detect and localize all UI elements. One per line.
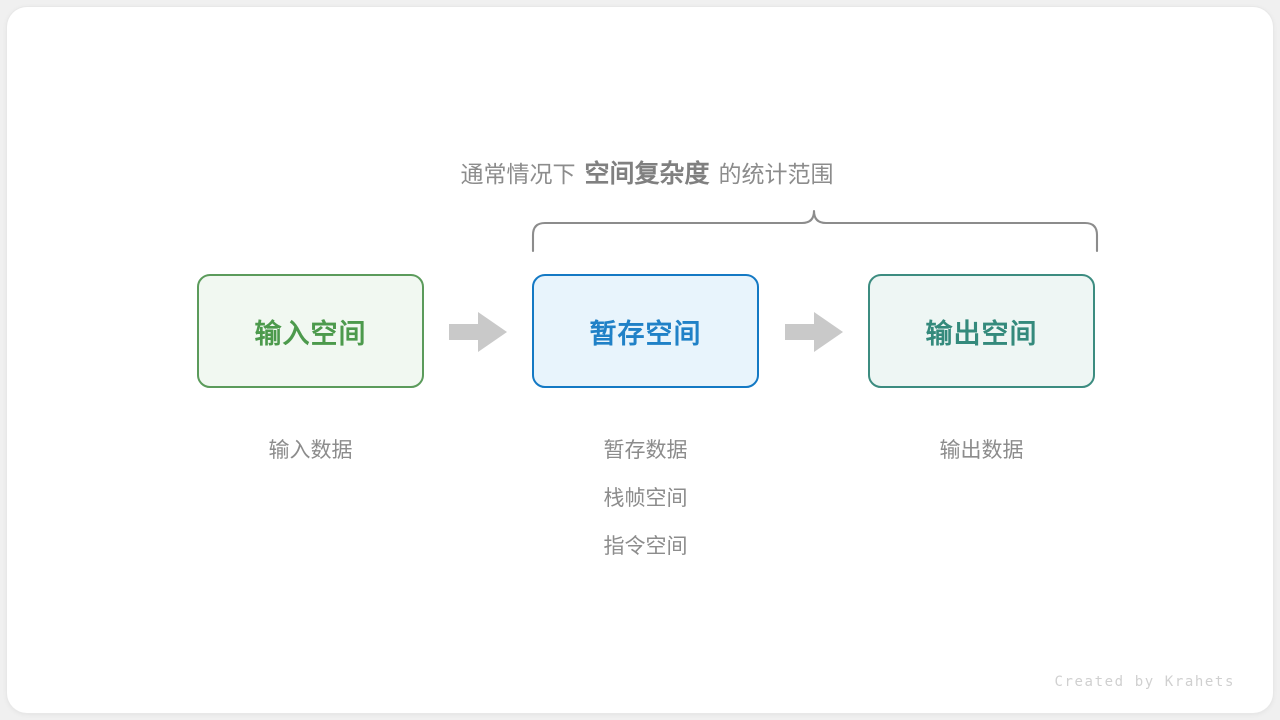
brace-caption-emphasis: 空间复杂度 <box>584 160 710 188</box>
caption-line: 暂存数据 <box>603 439 688 462</box>
space-box-temp-label: 暂存空间 <box>589 318 702 349</box>
space-box-temp[interactable]: 暂存空间 <box>532 274 759 388</box>
caption-line: 指令空间 <box>603 535 688 558</box>
right-arrow-icon <box>785 312 843 352</box>
right-arrow-icon <box>449 312 507 352</box>
space-box-input-label: 输入空间 <box>254 318 367 349</box>
watermark: Created by Krahets <box>1054 674 1235 690</box>
brace-caption-suffix: 的统计范围 <box>718 161 834 187</box>
caption-line: 输出数据 <box>939 439 1024 462</box>
space-box-input[interactable]: 输入空间 <box>197 274 424 388</box>
curly-brace-up-icon <box>531 209 1099 253</box>
space-box-output[interactable]: 输出空间 <box>868 274 1095 388</box>
brace-caption-prefix: 通常情况下 <box>460 161 576 187</box>
caption-line: 输入数据 <box>268 439 353 462</box>
caption-group-temp: 暂存数据 栈帧空间 指令空间 <box>532 427 759 571</box>
caption-line: 栈帧空间 <box>603 487 688 510</box>
brace-caption: 通常情况下空间复杂度的统计范围 <box>7 157 1273 191</box>
caption-group-input: 输入数据 <box>197 427 424 475</box>
space-box-output-label: 输出空间 <box>925 318 1038 349</box>
caption-group-output: 输出数据 <box>868 427 1095 475</box>
diagram-card: 通常情况下空间复杂度的统计范围 输入空间 暂存空间 输出空间 输入数据 <box>7 7 1273 713</box>
